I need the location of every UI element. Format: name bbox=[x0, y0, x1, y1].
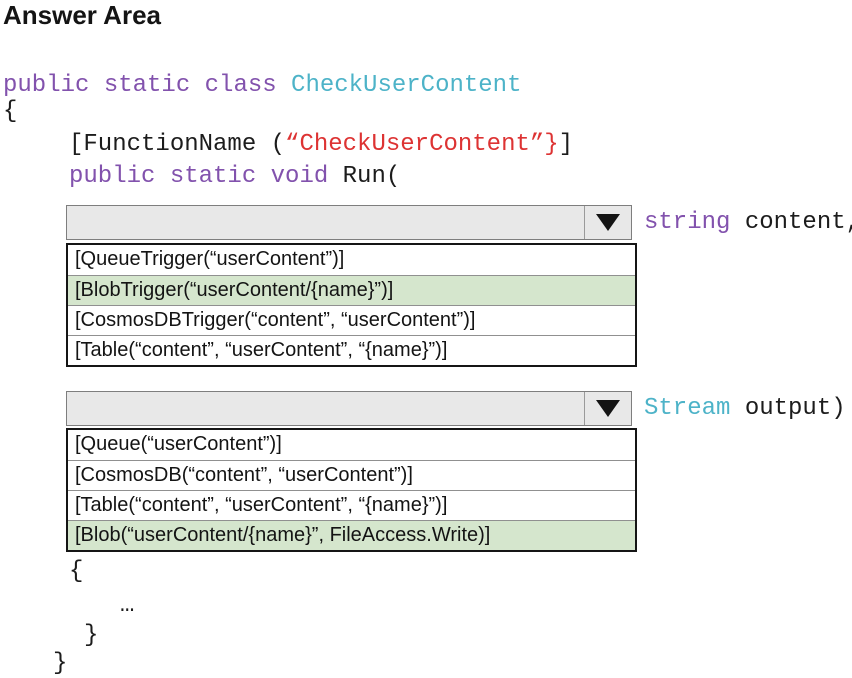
code-class-open-brace: { bbox=[3, 98, 18, 125]
trigger-options-list: [QueueTrigger(“userContent”)] [BlobTrigg… bbox=[66, 243, 637, 367]
output-options-list: [Queue(“userContent”)] [CosmosDB(“conten… bbox=[66, 428, 637, 552]
brace-token: } bbox=[544, 131, 559, 158]
output-dropdown[interactable] bbox=[66, 391, 632, 426]
code-body-ellipsis: … bbox=[120, 592, 135, 619]
code-body-close-brace: } bbox=[84, 622, 99, 649]
trigger-dropdown[interactable] bbox=[66, 205, 632, 240]
option-blob-trigger-selected[interactable]: [BlobTrigger(“userContent/{name}”)] bbox=[68, 275, 635, 305]
option-queue-trigger[interactable]: [QueueTrigger(“userContent”)] bbox=[68, 245, 635, 275]
bracket-token: ] bbox=[558, 131, 574, 158]
page-title: Answer Area bbox=[3, 0, 161, 30]
param-name-token: output) bbox=[730, 395, 846, 422]
param-name-token: content, bbox=[730, 209, 852, 236]
option-cosmosdb[interactable]: [CosmosDB(“content”, “userContent”)] bbox=[68, 460, 635, 490]
method-name-token: Run( bbox=[342, 163, 401, 190]
code-body-open-brace: { bbox=[69, 558, 84, 585]
option-blob-selected[interactable]: [Blob(“userContent/{name}”, FileAccess.W… bbox=[68, 520, 635, 550]
chevron-down-icon bbox=[596, 214, 620, 231]
chevron-down-icon bbox=[596, 400, 620, 417]
dropdown-arrow-button[interactable] bbox=[584, 206, 631, 239]
keyword-token: public static class bbox=[3, 72, 292, 99]
keyword-token: public static void bbox=[69, 163, 343, 190]
code-run-declaration: public static void Run( bbox=[69, 163, 400, 191]
type-name-token: Stream bbox=[644, 395, 731, 422]
param-string-content: string content, bbox=[644, 209, 852, 237]
option-cosmosdb-trigger[interactable]: [CosmosDBTrigger(“content”, “userContent… bbox=[68, 305, 635, 335]
code-class-declaration: public static class CheckUserContent bbox=[3, 72, 521, 100]
class-name-token: CheckUserContent bbox=[291, 72, 522, 99]
option-table[interactable]: [Table(“content”, “userContent”, “{name}… bbox=[68, 490, 635, 520]
type-keyword-token: string bbox=[644, 209, 731, 236]
option-queue[interactable]: [Queue(“userContent”)] bbox=[68, 430, 635, 460]
code-class-close-brace: } bbox=[53, 650, 68, 677]
option-table-trigger[interactable]: [Table(“content”, “userContent”, “{name}… bbox=[68, 335, 635, 365]
string-literal-token: “CheckUserContent” bbox=[285, 131, 545, 158]
code-attribute-line: [FunctionName (“CheckUserContent”}] bbox=[69, 131, 573, 159]
param-stream-output: Stream output) bbox=[644, 395, 846, 423]
dropdown-arrow-button[interactable] bbox=[584, 392, 631, 425]
attribute-prefix-token: [FunctionName ( bbox=[69, 131, 286, 158]
